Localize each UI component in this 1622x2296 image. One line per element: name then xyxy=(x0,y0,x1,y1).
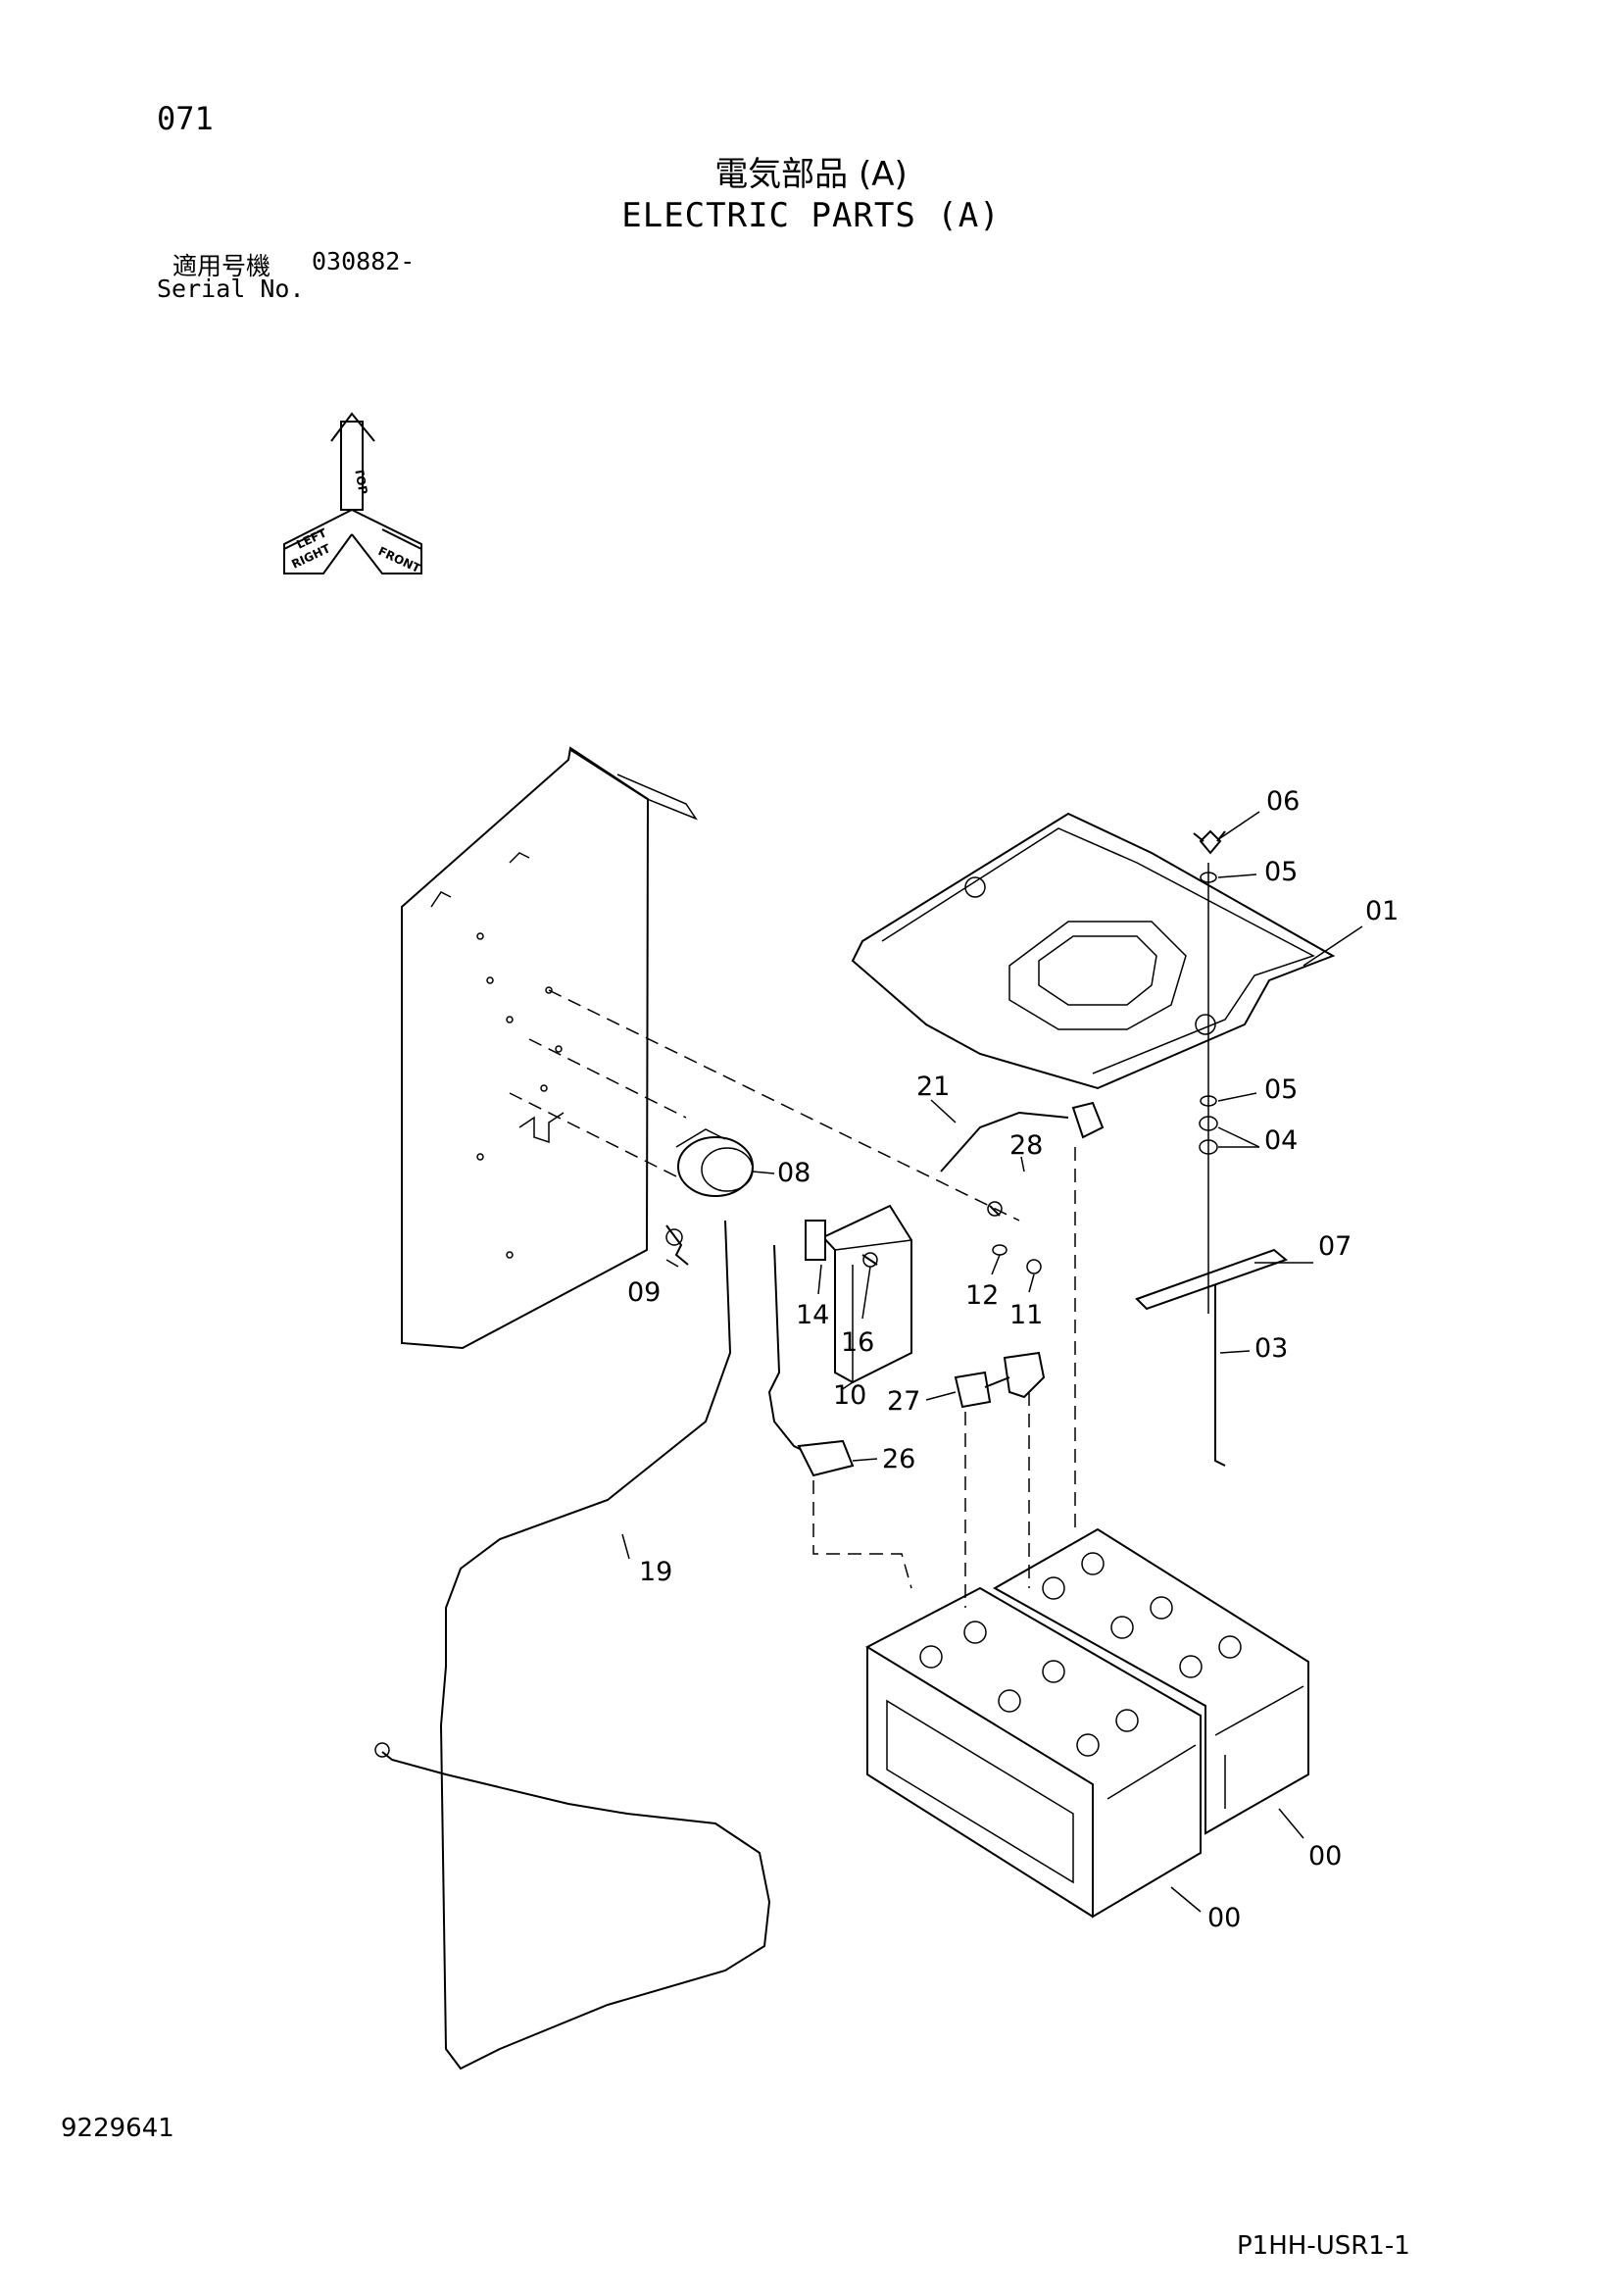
callout-08: 08 xyxy=(777,1158,811,1188)
callout-26: 26 xyxy=(882,1444,915,1474)
callout-16: 16 xyxy=(841,1327,874,1358)
callout-09: 09 xyxy=(627,1277,661,1308)
battery-relay xyxy=(675,1128,912,1384)
callout-01: 01 xyxy=(1365,896,1399,926)
callout-28: 28 xyxy=(1009,1130,1043,1161)
callout-27: 27 xyxy=(887,1386,920,1417)
orientation-front-label: FRONT xyxy=(376,544,423,575)
callout-00-front: 00 xyxy=(1207,1903,1241,1933)
callout-03: 03 xyxy=(1254,1333,1288,1364)
tray-fasteners xyxy=(1135,829,1288,1467)
callout-11: 11 xyxy=(1009,1300,1043,1330)
callout-21: 21 xyxy=(916,1072,950,1102)
assembly-guide-lines xyxy=(509,989,1076,1608)
battery-front xyxy=(864,1586,1202,1919)
serial-label-english: Serial No. xyxy=(157,275,305,303)
callout-12: 12 xyxy=(965,1280,999,1311)
reference-code: P1HH-USR1-1 xyxy=(1237,2231,1410,2261)
battery-cables xyxy=(374,1220,1046,2071)
title-japanese: 電気部品 (A) xyxy=(714,155,908,194)
callout-10: 10 xyxy=(833,1380,866,1411)
callout-14: 14 xyxy=(796,1300,829,1330)
orientation-top-label: TOP xyxy=(352,467,370,495)
title-english: ELECTRIC PARTS (A) xyxy=(621,196,1001,235)
callout-04: 04 xyxy=(1264,1125,1298,1156)
mounting-plate xyxy=(401,746,698,1350)
orientation-indicator: TOP LEFT RIGHT FRONT xyxy=(283,412,423,575)
callout-06: 06 xyxy=(1266,786,1300,817)
page-number: 071 xyxy=(157,100,214,137)
callout-07: 07 xyxy=(1318,1231,1352,1262)
battery-tray xyxy=(851,812,1336,1090)
document-number: 9229641 xyxy=(61,2114,174,2143)
serial-number-value: 030882- xyxy=(312,247,416,275)
serial-label-japanese: 適用号機 xyxy=(172,252,271,280)
battery-rear xyxy=(992,1527,1309,1835)
cable-21 xyxy=(940,1101,1105,1173)
callout-00-rear: 00 xyxy=(1308,1841,1342,1872)
leader-lines xyxy=(621,811,1363,1913)
callout-19: 19 xyxy=(639,1557,672,1587)
callout-05-lower: 05 xyxy=(1264,1074,1298,1105)
callout-labels: 06 05 01 05 04 07 03 21 28 08 09 14 16 1… xyxy=(627,786,1399,1933)
bolts xyxy=(665,1201,1042,1274)
callout-05-upper: 05 xyxy=(1264,857,1298,887)
